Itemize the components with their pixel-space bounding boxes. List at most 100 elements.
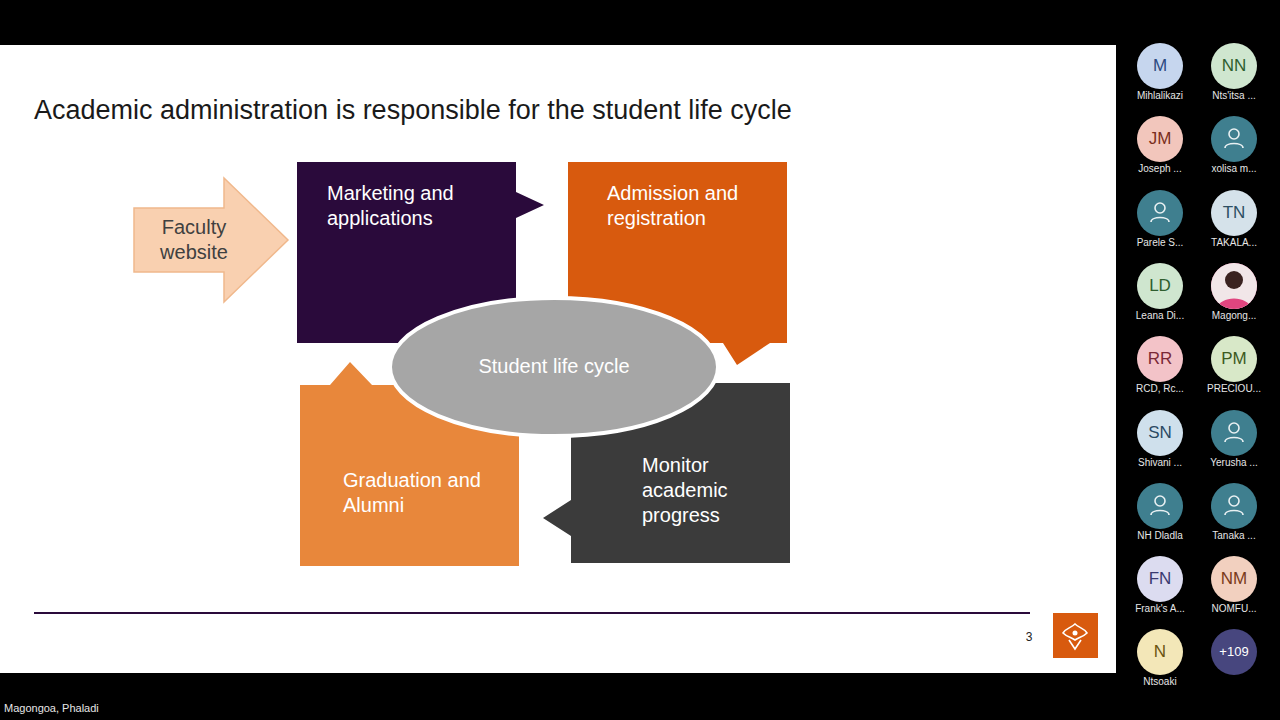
- arrow-shape: Faculty website: [134, 178, 288, 302]
- avatar-initials: NM: [1211, 556, 1257, 602]
- participant-avatar: SNShivani ...: [1123, 410, 1197, 472]
- node-label: Graduation and Alumni: [343, 468, 513, 518]
- avatar-circle: [1211, 116, 1257, 162]
- icon-head: [1155, 496, 1165, 506]
- participant-name: Shivani ...: [1117, 457, 1203, 469]
- person-icon: [1137, 190, 1183, 236]
- participant-avatar: xolisa m...: [1197, 116, 1271, 178]
- avatar-initials: SN: [1137, 410, 1183, 456]
- avatar-circle: NM: [1211, 556, 1257, 602]
- person-icon: [1211, 483, 1257, 529]
- participant-avatar: NNtsoaki: [1123, 629, 1197, 691]
- icon-shoulders: [1225, 511, 1243, 516]
- overflow-count: +109: [1211, 629, 1257, 675]
- avatar-circle: [1211, 483, 1257, 529]
- avatar-initials: N: [1137, 629, 1183, 675]
- participant-name: Parele S...: [1117, 237, 1203, 249]
- icon-head: [1229, 129, 1239, 139]
- avatar-circle: [1211, 263, 1257, 309]
- participant-avatar: PMPRECIOU...: [1197, 336, 1271, 398]
- avatar-circle: TN: [1211, 190, 1257, 236]
- participant-avatar: MMihlalikazi: [1123, 43, 1197, 105]
- avatar-photo: [1211, 263, 1257, 309]
- avatar-circle: JM: [1137, 116, 1183, 162]
- avatar-circle: [1211, 410, 1257, 456]
- participant-avatar: +109: [1197, 629, 1271, 691]
- participant-name: Mihlalikazi: [1117, 90, 1203, 102]
- person-icon: [1211, 116, 1257, 162]
- participant-avatar: Yerusha ...: [1197, 410, 1271, 472]
- participant-avatar: LDLeana Di...: [1123, 263, 1197, 325]
- participant-name: TAKALA...: [1191, 237, 1277, 249]
- participant-name: NOMFU...: [1191, 603, 1277, 615]
- participant-name: RCD, Rc...: [1117, 383, 1203, 395]
- avatar-circle: +109: [1211, 629, 1257, 675]
- shape-fill: [134, 178, 288, 302]
- avatar-initials: LD: [1137, 263, 1183, 309]
- node-label: Faculty website: [142, 215, 246, 265]
- ellipse-fill: [390, 298, 718, 436]
- center-ellipse: Student life cycle: [389, 297, 719, 437]
- icon-shoulders: [1225, 438, 1243, 443]
- avatar-circle: LD: [1137, 263, 1183, 309]
- participant-avatar: NH Dladla: [1123, 483, 1197, 545]
- node-label: Marketing and applications: [327, 181, 507, 231]
- photo-bg: [1211, 263, 1257, 309]
- avatar-circle: [1137, 483, 1183, 529]
- participant-avatar: Tanaka ...: [1197, 483, 1271, 545]
- avatar-circle: N: [1137, 629, 1183, 675]
- icon-head: [1229, 423, 1239, 433]
- avatar-circle: [1137, 190, 1183, 236]
- participant-name: Leana Di...: [1117, 310, 1203, 322]
- avatar-initials: TN: [1211, 190, 1257, 236]
- participant-name: Ntsoaki: [1117, 676, 1203, 688]
- person-icon: [1211, 410, 1257, 456]
- participant-name: xolisa m...: [1191, 163, 1277, 175]
- avatar-circle: PM: [1211, 336, 1257, 382]
- icon-head: [1229, 496, 1239, 506]
- participant-avatar: TNTAKALA...: [1197, 190, 1271, 252]
- slide-title: Academic administration is responsible f…: [34, 94, 792, 126]
- avatar-initials: RR: [1137, 336, 1183, 382]
- photo-body: [1217, 299, 1251, 310]
- participant-avatar: NMNOMFU...: [1197, 556, 1271, 618]
- page-number: 3: [1022, 630, 1036, 644]
- participant-avatar: JMJoseph ...: [1123, 116, 1197, 178]
- participant-avatar: NNNts'itsa ...: [1197, 43, 1271, 105]
- participant-avatar: RRRCD, Rc...: [1123, 336, 1197, 398]
- avatar-circle: FN: [1137, 556, 1183, 602]
- participant-avatar: FNFrank's A...: [1123, 556, 1197, 618]
- photo-head: [1225, 271, 1243, 289]
- participant-name: Magong...: [1191, 310, 1277, 322]
- node-label: Monitor academic progress: [642, 453, 782, 528]
- avatar-initials: M: [1137, 43, 1183, 89]
- node-label: Admission and registration: [607, 181, 777, 231]
- avatar-circle: RR: [1137, 336, 1183, 382]
- shape-fill: [300, 362, 519, 566]
- participant-avatar: Magong...: [1197, 263, 1271, 325]
- participant-name: Joseph ...: [1117, 163, 1203, 175]
- avatar-initials: FN: [1137, 556, 1183, 602]
- icon-shoulders: [1151, 511, 1169, 516]
- avatar-initials: NN: [1211, 43, 1257, 89]
- participant-name: PRECIOU...: [1191, 383, 1277, 395]
- presenter-name: Magongoa, Phaladi: [4, 702, 99, 714]
- participant-name: NH Dladla: [1117, 530, 1203, 542]
- shape-fill: [543, 383, 790, 563]
- person-icon: [1137, 483, 1183, 529]
- participant-name: Frank's A...: [1117, 603, 1203, 615]
- avatar-circle: M: [1137, 43, 1183, 89]
- participant-avatar: Parele S...: [1123, 190, 1197, 252]
- icon-shoulders: [1225, 144, 1243, 149]
- avatar-initials: JM: [1137, 116, 1183, 162]
- node-label: Student life cycle: [389, 354, 719, 379]
- avatar-initials: PM: [1211, 336, 1257, 382]
- participant-name: Yerusha ...: [1191, 457, 1277, 469]
- avatar-circle: NN: [1211, 43, 1257, 89]
- participant-name: Tanaka ...: [1191, 530, 1277, 542]
- shape-outline: [134, 178, 288, 302]
- participant-name: Nts'itsa ...: [1191, 90, 1277, 102]
- icon-head: [1155, 203, 1165, 213]
- avatar-circle: SN: [1137, 410, 1183, 456]
- icon-shoulders: [1151, 218, 1169, 223]
